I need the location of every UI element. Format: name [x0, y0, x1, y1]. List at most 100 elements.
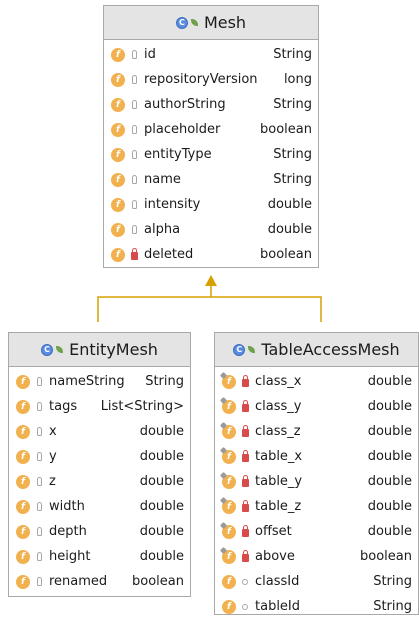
- field-name: alpha: [144, 222, 181, 237]
- package-visibility-icon: [130, 175, 138, 184]
- field-icon: f: [222, 374, 236, 389]
- field-icon: f: [111, 247, 125, 262]
- leaf-icon: [56, 346, 64, 353]
- field-icon: f: [111, 72, 125, 87]
- lock-icon: [241, 549, 249, 562]
- field-type: double: [139, 524, 184, 539]
- field-name: height: [49, 549, 91, 564]
- package-visibility-icon: [35, 552, 43, 561]
- lock-icon: [241, 499, 249, 512]
- field-icon: f: [111, 122, 125, 137]
- field-type: double: [367, 499, 412, 514]
- field-type: String: [273, 172, 312, 187]
- field-icon: f: [222, 499, 236, 514]
- package-visibility-icon: [35, 377, 43, 386]
- field-name: tableId: [255, 599, 301, 614]
- field-name: nameString: [49, 374, 125, 389]
- field-name: depth: [49, 524, 87, 539]
- package-visibility-icon: [35, 477, 43, 486]
- lock-icon: [241, 449, 249, 462]
- field-row[interactable]: f depth double: [9, 519, 190, 544]
- field-type: boolean: [260, 122, 312, 137]
- field-type: double: [267, 222, 312, 237]
- package-visibility-icon: [35, 577, 43, 586]
- field-name: table_y: [255, 474, 303, 489]
- field-row[interactable]: f id String: [104, 42, 318, 67]
- public-visibility-icon: [241, 578, 249, 585]
- field-type: double: [367, 399, 412, 414]
- package-visibility-icon: [130, 125, 138, 134]
- field-icon: f: [111, 47, 125, 62]
- field-type: String: [273, 47, 312, 62]
- field-type: long: [283, 72, 312, 87]
- lock-icon: [241, 474, 249, 487]
- field-type: String: [273, 97, 312, 112]
- package-visibility-icon: [130, 100, 138, 109]
- field-icon: f: [16, 424, 30, 439]
- class-table-access-mesh-title: TableAccessMesh: [261, 340, 400, 359]
- package-visibility-icon: [35, 427, 43, 436]
- field-type: String: [145, 374, 184, 389]
- field-name: entityType: [144, 147, 212, 162]
- field-name: above: [255, 549, 295, 564]
- field-icon: f: [222, 474, 236, 489]
- class-table-access-mesh-header[interactable]: C TableAccessMesh: [215, 333, 418, 367]
- field-icon: f: [16, 524, 30, 539]
- field-icon: f: [111, 172, 125, 187]
- field-name: width: [49, 499, 85, 514]
- field-name: class_y: [255, 399, 302, 414]
- field-icon: f: [16, 449, 30, 464]
- field-icon: f: [16, 574, 30, 589]
- class-mesh-header[interactable]: C Mesh: [104, 6, 318, 40]
- package-visibility-icon: [130, 50, 138, 59]
- field-icon: f: [16, 549, 30, 564]
- field-icon: f: [111, 197, 125, 212]
- field-icon: f: [222, 524, 236, 539]
- lock-icon: [130, 247, 138, 260]
- field-name: deleted: [144, 247, 194, 262]
- field-name: y: [49, 449, 57, 464]
- field-icon: f: [222, 574, 236, 589]
- field-type: boolean: [132, 574, 184, 589]
- class-entity-mesh-header[interactable]: C EntityMesh: [9, 333, 190, 367]
- field-icon: f: [16, 499, 30, 514]
- field-row[interactable]: f class_y double: [215, 394, 418, 419]
- class-entity-mesh-title: EntityMesh: [69, 340, 158, 359]
- field-icon: f: [222, 399, 236, 414]
- field-name: class_x: [255, 374, 302, 389]
- field-type: String: [273, 147, 312, 162]
- field-type: double: [367, 424, 412, 439]
- field-name: id: [144, 47, 156, 62]
- inheritance-line: [97, 296, 322, 322]
- field-type: double: [367, 449, 412, 464]
